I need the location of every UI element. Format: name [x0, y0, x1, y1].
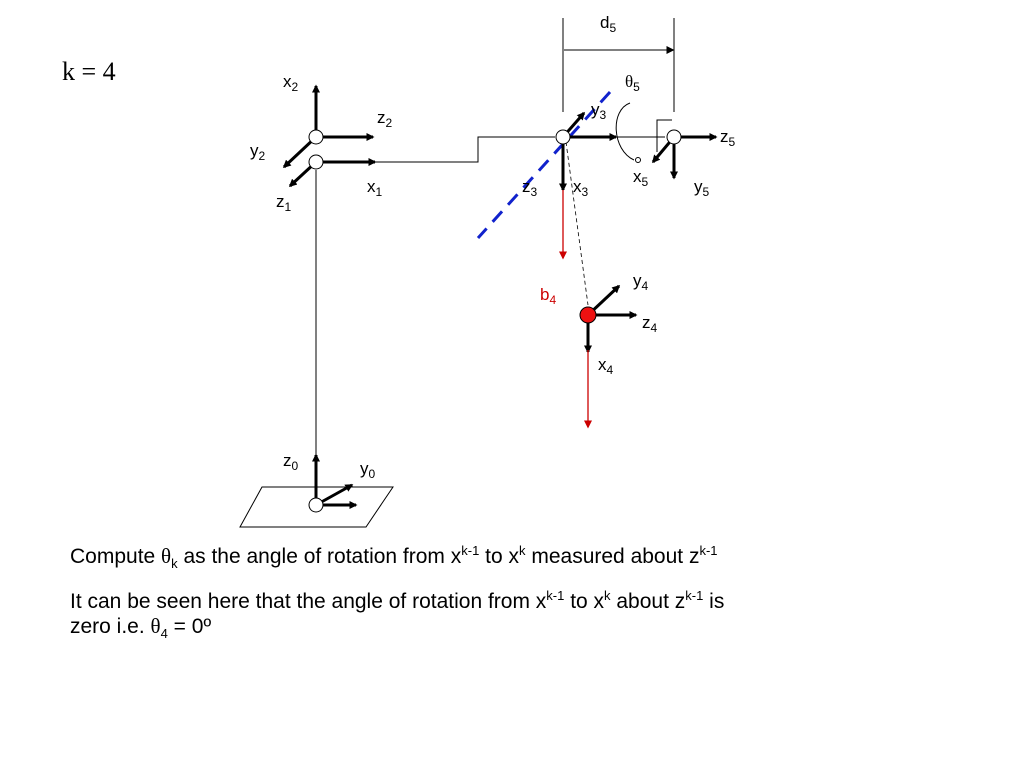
z4-label: z4 [642, 313, 658, 335]
link-horizontal [375, 136, 555, 163]
y4-label: y4 [633, 271, 649, 293]
y3-label: y3 [591, 100, 607, 122]
theta5-label: θ5 [625, 72, 640, 94]
frame-2: x2 z2 y2 [250, 72, 393, 169]
frame5-bracket [656, 119, 672, 152]
z0-label: z0 [283, 451, 299, 473]
frame2-origin [308, 129, 324, 145]
x2-label: x2 [283, 72, 299, 94]
y0-label: y0 [360, 459, 376, 481]
frame1-origin [308, 154, 324, 170]
y2-label: y2 [250, 141, 266, 163]
frame-5: z5 x5 y5 [633, 127, 736, 199]
frame-3: y3 z3 x3 [522, 100, 618, 260]
frame-4: y4 z4 x4 b4 [540, 271, 658, 429]
d5-label: d5 [600, 13, 616, 35]
frame-1: x1 z1 [276, 154, 383, 214]
frame5-origin [666, 129, 682, 145]
frame0-origin [308, 497, 324, 513]
y5-label: y5 [694, 177, 710, 199]
k-label: k = 4 [62, 57, 116, 86]
joint-axis-dashed [476, 90, 612, 240]
b4-label: b4 [540, 285, 556, 307]
frame-0: z0 y0 [283, 451, 376, 513]
frame3-to-frame4-dashed [565, 141, 589, 306]
theta5-arc [615, 102, 635, 161]
theta5-arrow-dot [635, 157, 641, 163]
x3-label: x3 [573, 177, 589, 199]
z2-label: z2 [377, 108, 393, 130]
z5-label: z5 [720, 127, 736, 149]
x5-label: x5 [633, 167, 649, 189]
z3-label: z3 [522, 177, 538, 199]
frame3-origin [555, 129, 571, 145]
z1-label: z1 [276, 192, 292, 214]
x1-label: x1 [367, 177, 383, 199]
caption-line-2: It can be seen here that the angle of ro… [70, 588, 725, 613]
caption-line-3: zero i.e. θ4 = 0º [70, 614, 212, 642]
x4-label: x4 [598, 355, 614, 377]
caption-line-1: Compute θk as the angle of rotation from… [70, 543, 718, 572]
frame4-origin-dot [579, 306, 597, 324]
